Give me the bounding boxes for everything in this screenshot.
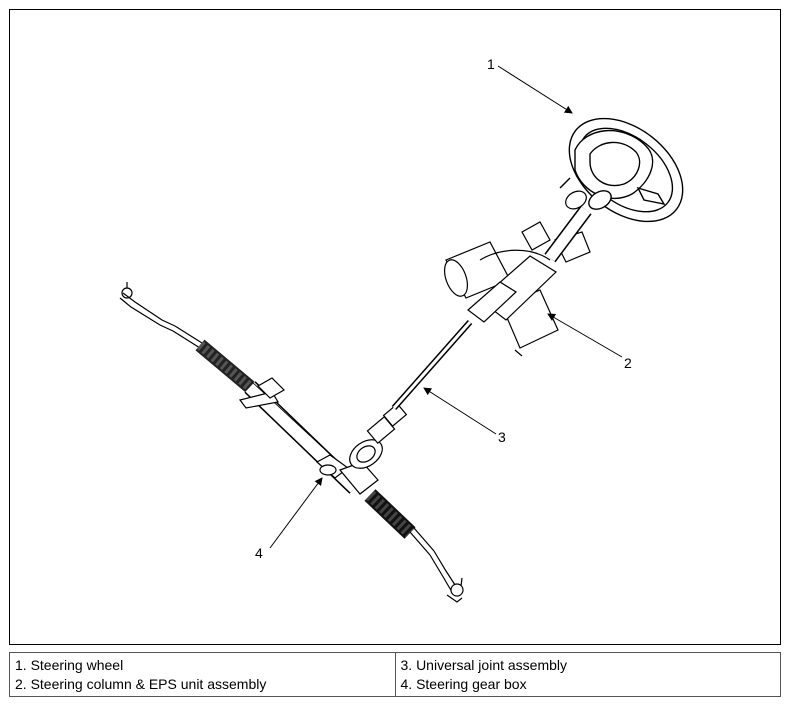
callout-3: 3: [498, 429, 506, 445]
leader-3: [423, 387, 497, 435]
steering-wheel-icon: [559, 117, 684, 223]
legend-item-universal-joint: 3. Universal joint assembly: [400, 657, 568, 673]
steering-system-diagram: 1 2 3 4: [119, 56, 684, 603]
legend-item-steering-wheel: 1. Steering wheel: [15, 657, 124, 673]
legend-column-left: 1. Steering wheel 2. Steering column & E…: [10, 653, 395, 696]
steering-gear-box-icon: [119, 282, 464, 603]
universal-joint-icon: [349, 320, 473, 469]
leader-2: [547, 313, 623, 358]
leader-4: [269, 477, 323, 549]
steering-column-eps-icon: [443, 190, 592, 357]
leader-1: [497, 65, 573, 114]
callout-2: 2: [624, 355, 632, 371]
legend-item-steering-column: 2. Steering column & EPS unit assembly: [15, 676, 267, 692]
parts-legend: 1. Steering wheel 2. Steering column & E…: [9, 652, 781, 697]
callout-1: 1: [487, 56, 495, 72]
legend-item-steering-gear-box: 4. Steering gear box: [400, 676, 527, 692]
legend-column-right: 3. Universal joint assembly 4. Steering …: [394, 653, 781, 696]
callout-leaders: [269, 65, 623, 549]
diagram-frame: 1 2 3 4: [9, 9, 781, 645]
callout-4: 4: [255, 545, 263, 561]
